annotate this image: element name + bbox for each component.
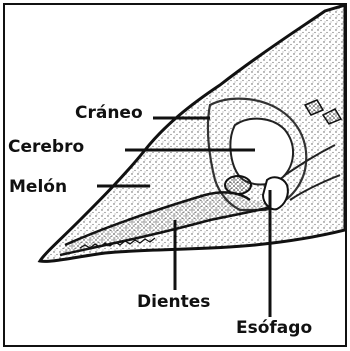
label-craneo: Cráneo bbox=[75, 105, 143, 122]
label-cerebro: Cerebro bbox=[8, 139, 84, 156]
eye-socket bbox=[225, 176, 251, 194]
label-dientes: Dientes bbox=[137, 294, 210, 311]
diagram-frame: Cráneo Cerebro Melón Dientes Esófago bbox=[3, 3, 347, 347]
brain-shape bbox=[230, 119, 293, 185]
label-melon: Melón bbox=[9, 179, 67, 196]
label-esofago: Esófago bbox=[236, 320, 312, 337]
